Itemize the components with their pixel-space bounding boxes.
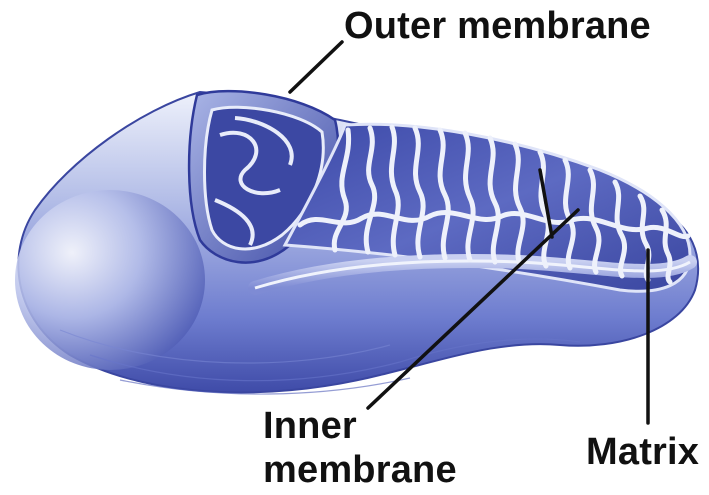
- inner-membrane-text-line1: Inner: [263, 404, 457, 448]
- inner-membrane-text-line2: membrane: [263, 448, 457, 492]
- matrix-label: Matrix: [586, 430, 699, 474]
- outer-membrane-leader: [290, 42, 342, 92]
- matrix-text: Matrix: [586, 430, 699, 474]
- outer-membrane-label: Outer membrane: [344, 4, 651, 48]
- outer-membrane-text: Outer membrane: [344, 4, 651, 48]
- inner-membrane-label: Inner membrane: [263, 404, 457, 492]
